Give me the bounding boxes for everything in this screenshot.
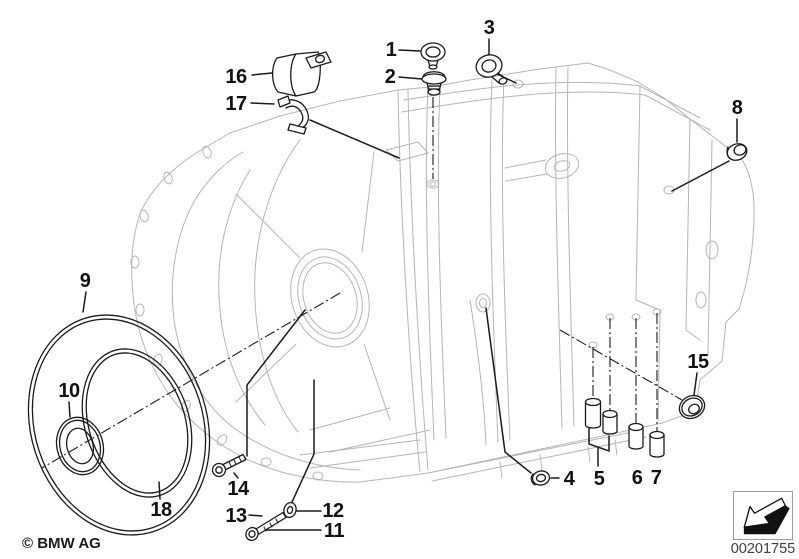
diagram-number: 00201755 xyxy=(730,541,796,557)
callout-8[interactable]: 8 xyxy=(731,97,743,119)
leader-lines xyxy=(68,38,738,531)
case-boss xyxy=(504,153,580,182)
part-17-clamp-bracket xyxy=(277,95,309,135)
transmission-housing-drawing xyxy=(130,62,755,483)
part-1-cap xyxy=(420,42,446,70)
part-10-seal-ring-small xyxy=(55,416,105,476)
callout-18[interactable]: 18 xyxy=(150,499,172,521)
part-4-plug xyxy=(530,470,551,486)
part-2-vent-plug xyxy=(421,71,447,96)
part-16-bracket-damper xyxy=(271,51,332,97)
part-6-sleeve xyxy=(628,422,644,450)
callout-16[interactable]: 16 xyxy=(225,66,247,88)
callout-11[interactable]: 11 xyxy=(323,520,345,542)
nav-arrow-icon xyxy=(743,497,790,534)
part-9-o-ring-large xyxy=(27,314,211,536)
callout-7[interactable]: 7 xyxy=(650,467,662,489)
callout-12[interactable]: 12 xyxy=(322,500,344,522)
callout-15[interactable]: 15 xyxy=(687,351,709,373)
callout-3[interactable]: 3 xyxy=(483,17,495,39)
callout-1[interactable]: 1 xyxy=(385,39,397,61)
callout-9[interactable]: 9 xyxy=(79,270,91,292)
part-3-screw-plug xyxy=(475,54,508,85)
callout-17[interactable]: 17 xyxy=(225,93,247,115)
callout-5[interactable]: 5 xyxy=(593,468,605,490)
part-15-grommet-ring xyxy=(678,394,706,420)
callout-4[interactable]: 4 xyxy=(563,468,575,490)
callout-2[interactable]: 2 xyxy=(384,66,396,88)
part-12-washer xyxy=(283,501,297,519)
bell-flange-bolt-holes xyxy=(130,145,324,481)
part-7-sleeve xyxy=(649,430,665,458)
part-11-screw xyxy=(245,511,287,542)
callout-14[interactable]: 14 xyxy=(227,478,249,500)
callout-13[interactable]: 13 xyxy=(225,505,247,527)
callout-10[interactable]: 10 xyxy=(58,380,80,402)
copyright: © BMW AG xyxy=(22,535,101,552)
part-8-cap-plug xyxy=(726,143,748,161)
part-14-screw xyxy=(211,453,247,478)
part-5-sleeves xyxy=(584,397,618,435)
callout-6[interactable]: 6 xyxy=(631,467,643,489)
nav-arrow-box[interactable] xyxy=(733,491,793,540)
